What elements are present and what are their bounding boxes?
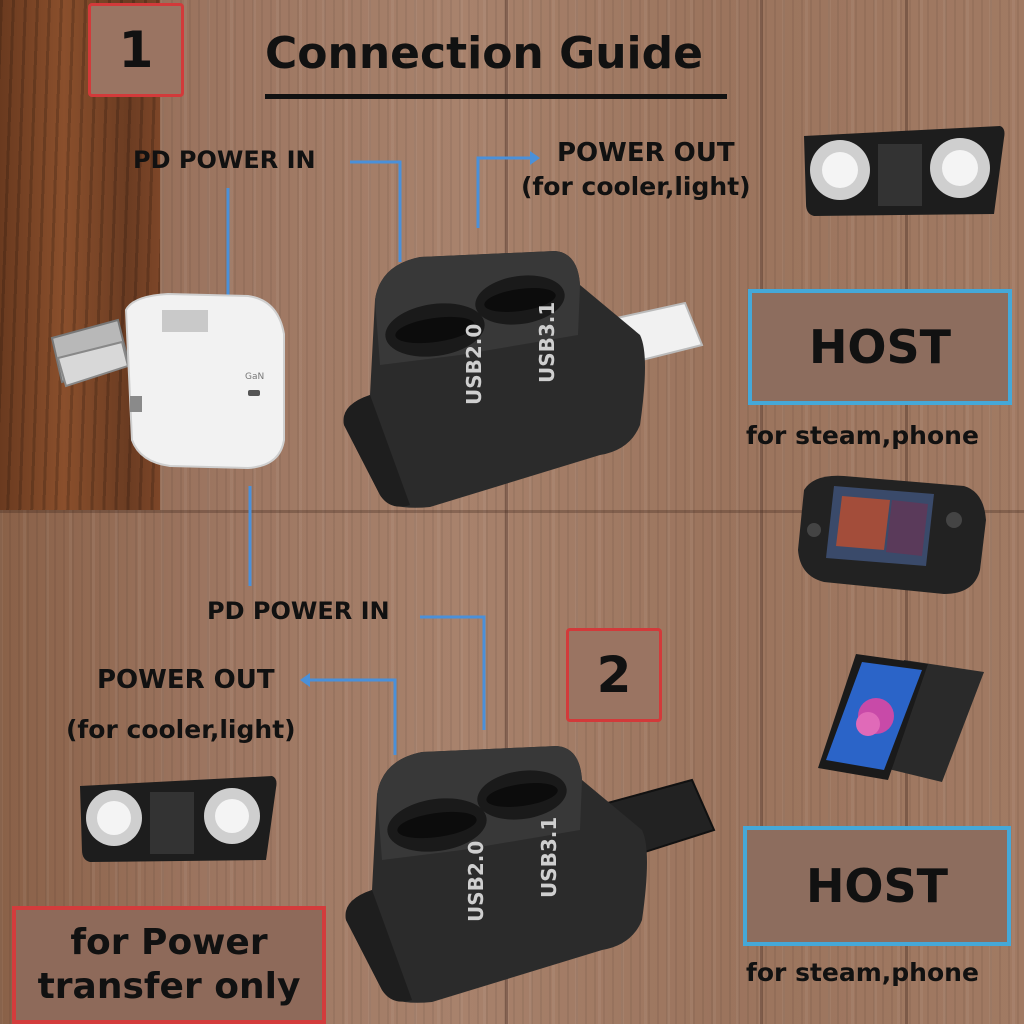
bottom-power-out-note: (for cooler,light): [66, 715, 296, 744]
gan-charger: GaN: [48, 290, 288, 470]
host-box-bottom: HOST: [743, 826, 1011, 946]
bottom-power-out-label: POWER OUT: [97, 665, 275, 695]
page-title: Connection Guide: [265, 28, 703, 79]
power-transfer-note: for Power transfer only: [12, 906, 326, 1024]
host-top-caption: for steam,phone: [746, 421, 979, 450]
cooler-device-bottom: [76, 772, 280, 864]
bottom-port-left-label: USB2.0: [464, 840, 488, 922]
adapter-top: USB2.0 USB3.1: [340, 245, 710, 515]
note-line-1: for Power: [70, 922, 268, 963]
bottom-pd-power-in-label: PD POWER IN: [207, 597, 390, 625]
smartphone-device: [816, 650, 986, 784]
steam-deck-device: [794, 470, 988, 600]
step-2-badge: 2: [566, 628, 662, 722]
top-port-right-label: USB3.1: [535, 301, 559, 383]
adapter-bottom: USB2.0 USB3.1: [342, 740, 722, 1010]
top-pd-power-in-label: PD POWER IN: [133, 146, 316, 174]
top-power-out-note: (for cooler,light): [521, 172, 751, 201]
plank-divider: [505, 0, 508, 1024]
host-box-top: HOST: [748, 289, 1012, 405]
note-line-2: transfer only: [37, 966, 301, 1007]
host-bottom-caption: for steam,phone: [746, 958, 979, 987]
cooler-device-top: [800, 124, 1008, 218]
plank-seam: [0, 510, 1024, 513]
title-underline: [265, 94, 727, 99]
top-port-left-label: USB2.0: [462, 323, 486, 405]
plank-divider: [760, 0, 763, 1024]
step-1-badge: 1: [88, 3, 184, 97]
charger-brand: GaN: [245, 372, 265, 382]
bottom-port-right-label: USB3.1: [537, 816, 561, 898]
top-power-out-label: POWER OUT: [557, 138, 735, 168]
